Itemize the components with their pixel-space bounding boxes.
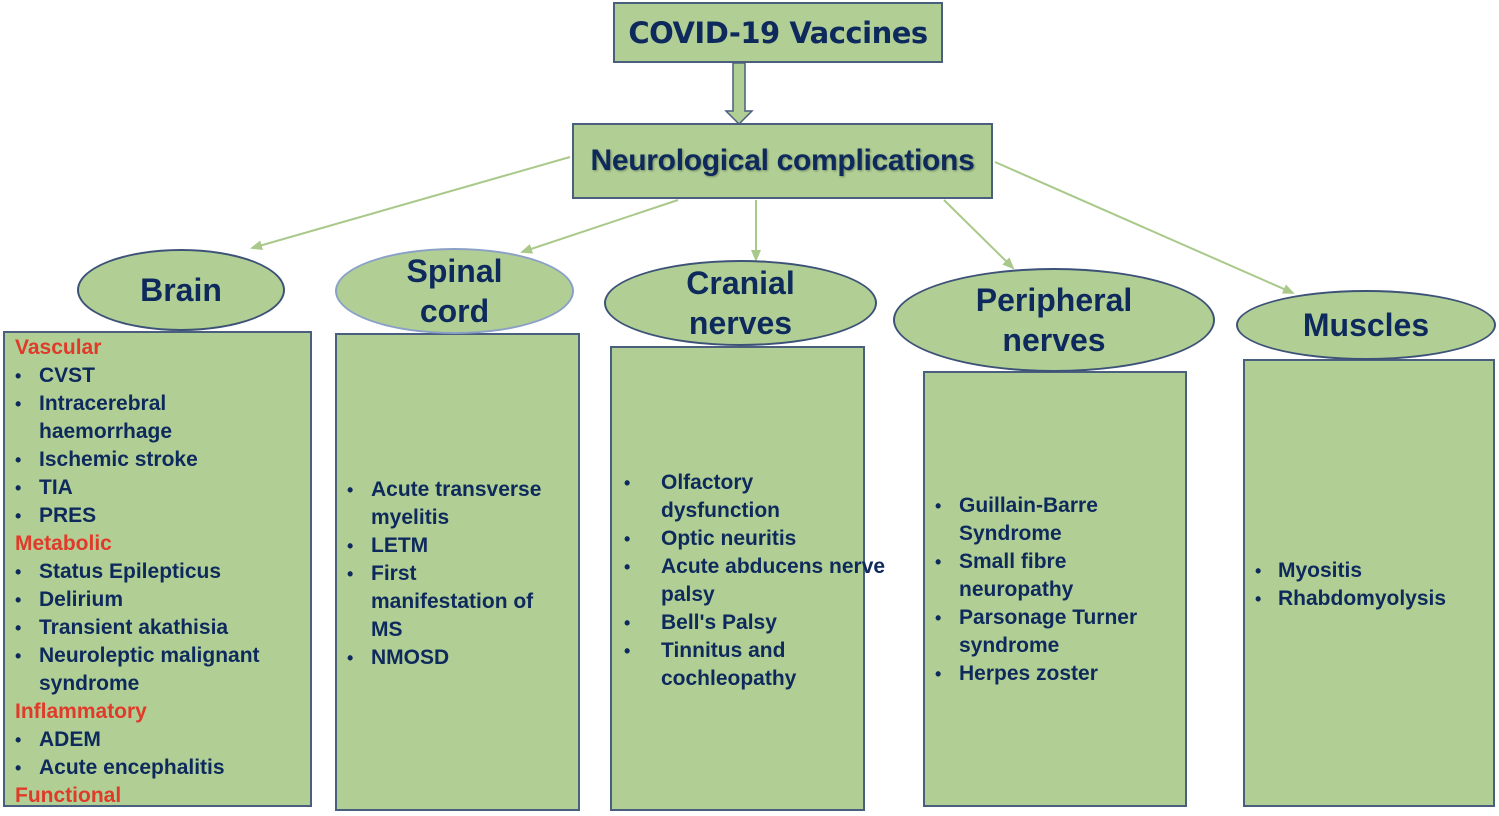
muscles-label: Muscles: [1302, 307, 1430, 343]
spinal-cord-list: Acute transverse myelitis LETM First man…: [347, 476, 575, 672]
list-item: Acute encephalitis: [15, 754, 310, 782]
brain-ellipse: Brain: [77, 249, 285, 331]
inflammatory-list: ADEM Acute encephalitis: [15, 726, 310, 782]
spinal-cord-complications-box: Acute transverse myelitis LETM First man…: [335, 333, 580, 811]
cranial-nerves-list: Olfactory dysfunction Optic neuritis Acu…: [624, 469, 885, 693]
peripheral-nerves-ellipse: Peripheral nerves: [893, 268, 1215, 372]
cranial-nerves-complications-box: Olfactory dysfunction Optic neuritis Acu…: [610, 346, 885, 811]
list-item: Tinnitus and cochleopathy: [624, 637, 851, 693]
list-item: NMOSD: [347, 644, 575, 672]
cranial-nerves-label-line1: Cranial: [686, 265, 795, 301]
vaccines-title: COVID-19 Vaccines: [628, 15, 928, 50]
list-item: Herpes zoster: [935, 660, 1185, 688]
spinal-cord-ellipse: Spinal cord: [335, 248, 574, 334]
muscles-complications-box: Myositis Rhabdomyolysis: [1243, 359, 1495, 807]
list-item: PRES: [15, 502, 310, 530]
muscles-list: Myositis Rhabdomyolysis: [1255, 557, 1495, 613]
peripheral-nerves-label-line2: nerves: [1002, 322, 1106, 358]
list-item: Delirium: [15, 586, 310, 614]
muscles-ellipse: Muscles: [1236, 290, 1496, 360]
list-item: Small fibre neuropathy: [935, 548, 1099, 604]
brain-complications-box: Vascular CVST Intracerebral haemorrhage …: [3, 331, 312, 807]
connector-brain: [250, 156, 571, 251]
vascular-list: CVST Intracerebral haemorrhage Ischemic …: [15, 362, 310, 530]
list-item: Neuroleptic malignant syndrome: [15, 642, 304, 698]
list-item: First manifestation of MS: [347, 560, 556, 644]
list-item: ADEM: [15, 726, 310, 754]
list-item: Guillain-Barre Syndrome: [935, 492, 1119, 548]
list-item: Ischemic stroke: [15, 446, 310, 474]
list-item: Transient akathisia: [15, 614, 310, 642]
peripheral-nerves-list: Guillain-Barre Syndrome Small fibre neur…: [935, 492, 1185, 688]
spinal-cord-label-line1: Spinal: [406, 253, 503, 289]
spinal-cord-label-line2: cord: [419, 293, 490, 329]
list-item: Acute transverse myelitis: [347, 476, 575, 532]
list-item: TIA: [15, 474, 310, 502]
cranial-nerves-ellipse: Cranial nerves: [604, 260, 877, 346]
list-item: CVST: [15, 362, 310, 390]
list-item: Bell's Palsy: [624, 609, 864, 637]
category-inflammatory: Inflammatory: [15, 700, 147, 723]
list-item: LETM: [347, 532, 575, 560]
list-item: Olfactory dysfunction: [624, 469, 811, 525]
vaccines-title-node: COVID-19 Vaccines: [613, 2, 943, 63]
list-item: Rhabdomyolysis: [1255, 585, 1495, 613]
category-vascular: Vascular: [15, 336, 102, 359]
category-metabolic: Metabolic: [15, 532, 112, 555]
list-item: Myositis: [1255, 557, 1495, 585]
list-item: Acute abducens nerve palsy: [624, 553, 886, 609]
connector-spinal: [520, 199, 679, 254]
block-arrow-down: [724, 62, 754, 126]
peripheral-nerves-label-line1: Peripheral: [975, 282, 1133, 318]
list-item: Intracerebral haemorrhage: [15, 390, 209, 446]
connector-peripheral: [943, 199, 1015, 270]
peripheral-nerves-complications-box: Guillain-Barre Syndrome Small fibre neur…: [923, 371, 1187, 807]
neurological-complications-title: Neurological complications: [590, 144, 975, 177]
neurological-complications-node: Neurological complications: [572, 123, 993, 199]
cranial-nerves-label-line2: nerves: [688, 305, 793, 341]
list-item: Parsonage Turner syndrome: [935, 604, 1174, 660]
brain-label: Brain: [140, 272, 222, 308]
metabolic-list: Status Epilepticus Delirium Transient ak…: [15, 558, 310, 698]
list-item: Optic neuritis: [624, 525, 864, 553]
category-functional: Functional: [15, 784, 122, 807]
list-item: Status Epilepticus: [15, 558, 310, 586]
